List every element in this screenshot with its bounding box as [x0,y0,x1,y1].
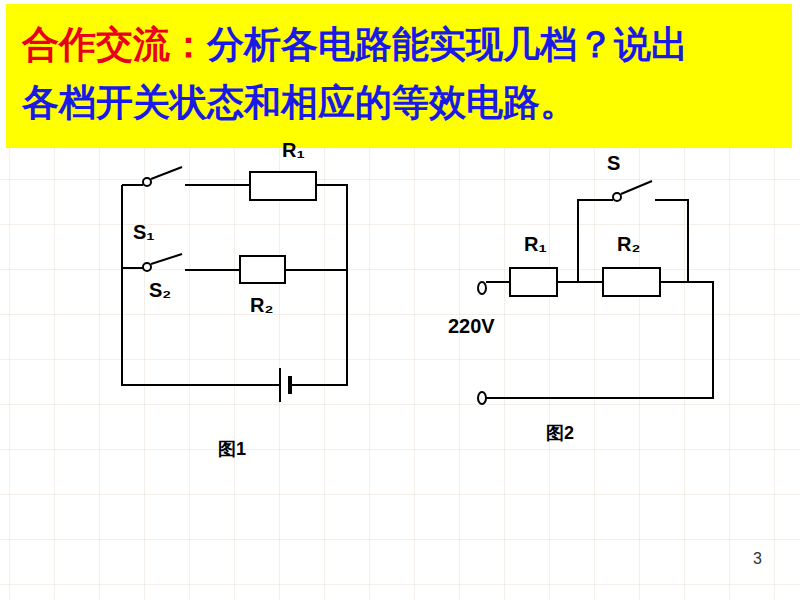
resistor-symbol [250,172,316,200]
title-banner: 合作交流：分析各电路能实现几档？说出各档开关状态和相应的等效电路。 [6,4,792,148]
circuit-1 [122,167,347,402]
switch-blade [151,167,182,179]
switch-label: S [607,153,620,173]
switch-contact [143,263,151,271]
switch-blade [151,254,182,264]
figure-caption: 图2 [546,424,574,442]
resistor-label: R₂ [617,234,640,254]
switch-label: S₂ [149,280,171,300]
resistor-symbol [603,268,660,296]
terminal [478,392,486,404]
grid-background [0,140,800,600]
page-number: 3 [753,551,762,567]
switch-blade [621,181,652,194]
wire [122,268,347,270]
switch-contact [143,178,151,186]
resistor-label: R₁ [282,140,305,160]
figure-caption: 图1 [218,440,246,458]
voltage-label: 220V [448,316,495,336]
switch-contact [613,193,621,201]
resistor-symbol [240,256,285,283]
switch-label: S₁ [133,222,155,242]
resistor-label: R₂ [250,295,273,315]
banner-heading: 合作交流： [22,23,207,66]
battery-plate [279,368,281,402]
wire [578,200,688,282]
circuit-2 [478,181,713,404]
terminal [478,282,486,294]
resistor-symbol [510,268,557,296]
wire [486,282,713,398]
battery-plate [288,376,292,394]
wire [122,185,347,385]
resistor-label: R₁ [524,234,547,254]
